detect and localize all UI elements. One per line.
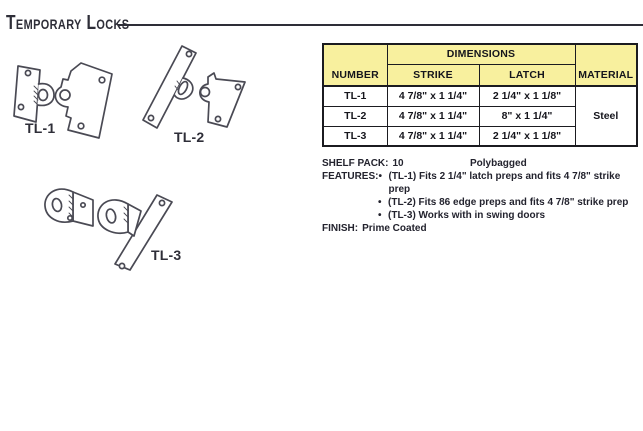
feature-line: • (TL-3) Works with in swing doors — [322, 209, 640, 222]
table-row-tl3: TL-3 4 7/8" x 1 1/4" 2 1/4" x 1 1/8" — [322, 125, 637, 147]
spec-details: SHELF PACK: 10 Polybagged FEATURES: • (T… — [322, 157, 640, 235]
tl-3-lock-illustration — [44, 188, 173, 271]
feature-text: (TL-2) Fits 86 edge preps and fits 4 7/8… — [388, 197, 629, 208]
shelf-pack-line: SHELF PACK: 10 Polybagged — [322, 157, 640, 170]
cell-strike: 4 7/8" x 1 1/4" — [386, 85, 480, 107]
col-header-number: NUMBER — [322, 43, 388, 87]
feature-text: (TL-3) Works with in swing doors — [388, 210, 546, 221]
col-header-latch: LATCH — [478, 63, 576, 87]
bullet-glyph: • — [378, 171, 382, 182]
cell-material: Steel — [574, 85, 638, 147]
tl-1-lock-illustration — [13, 62, 113, 139]
finish-label: FINISH: — [322, 223, 359, 234]
bullet-glyph: • — [378, 197, 382, 208]
title-rule — [118, 24, 643, 26]
dimensions-table: NUMBER DIMENSIONS MATERIAL STRIKE LATCH … — [322, 43, 638, 147]
finish-line: FINISH: Prime Coated — [322, 222, 640, 235]
tl-2-drawing — [138, 40, 253, 140]
tl-1-label: TL-1 — [25, 120, 56, 136]
page-title: Temporary Locks — [6, 11, 130, 34]
tl-3-drawing — [40, 180, 205, 292]
title-bar: Temporary Locks — [6, 12, 643, 34]
feature-line: • (TL-2) Fits 86 edge preps and fits 4 7… — [322, 196, 640, 209]
table-row-tl2: TL-2 4 7/8" x 1 1/4" 8" x 1 1/4" — [322, 105, 637, 127]
tl-3-label: TL-3 — [151, 247, 182, 263]
table-row-tl1: TL-1 4 7/8" x 1 1/4" 2 1/4" x 1 1/8" Ste… — [322, 85, 638, 147]
col-header-material: MATERIAL — [574, 43, 638, 87]
polybagged-note: Polybagged — [470, 158, 527, 169]
shelf-pack-value: 10 — [392, 158, 404, 169]
cell-latch: 2 1/4" x 1 1/8" — [478, 85, 576, 107]
shelf-pack-label: SHELF PACK: — [322, 158, 389, 169]
cell-strike: 4 7/8" x 1 1/4" — [386, 125, 480, 147]
feature-text: (TL-1) Fits 2 1/4" latch preps and fits … — [388, 171, 621, 195]
tl-1-drawing — [8, 56, 120, 142]
cell-number: TL-1 — [322, 85, 388, 107]
finish-value: Prime Coated — [362, 223, 427, 234]
cell-latch: 2 1/4" x 1 1/8" — [478, 125, 576, 147]
cell-strike: 4 7/8" x 1 1/4" — [386, 105, 480, 127]
cell-number: TL-2 — [322, 105, 388, 127]
features-label: FEATURES: — [322, 171, 379, 182]
col-header-strike: STRIKE — [386, 63, 480, 87]
bullet-glyph: • — [378, 210, 382, 221]
col-header-dimensions: DIMENSIONS — [386, 43, 576, 65]
cell-number: TL-3 — [322, 125, 388, 147]
feature-line: FEATURES: • (TL-1) Fits 2 1/4" latch pre… — [322, 170, 640, 196]
cell-latch: 8" x 1 1/4" — [478, 105, 576, 127]
tl-2-lock-illustration — [142, 45, 246, 129]
tl-2-label: TL-2 — [174, 129, 205, 145]
